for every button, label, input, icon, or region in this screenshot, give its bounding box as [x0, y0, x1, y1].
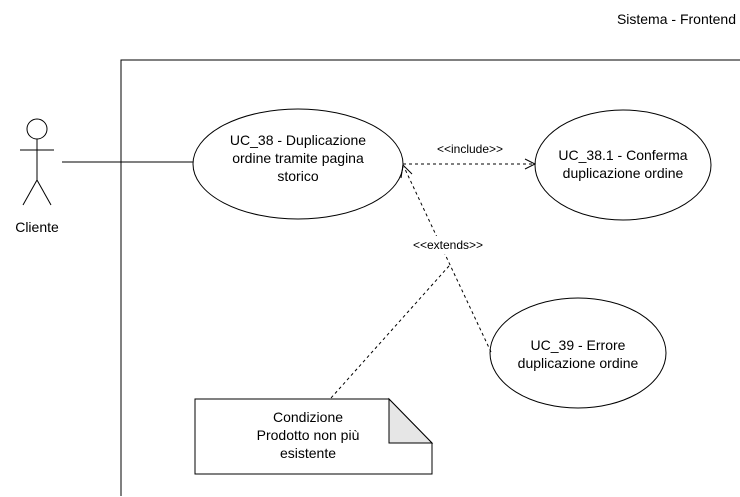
use-case-uc38-label: UC_38 - Duplicazione ordine tramite pagi…	[229, 132, 367, 184]
note-anchor-line	[330, 265, 450, 399]
use-case-uc39[interactable]	[489, 297, 667, 409]
actor-figure	[20, 118, 54, 206]
note-shape	[194, 397, 434, 475]
system-title: Sistema - Frontend	[616, 11, 736, 27]
include-arrow	[403, 158, 537, 170]
system-boundary	[120, 59, 740, 496]
use-case-uc39-label: UC_39 - Errore duplicazione ordine	[517, 337, 639, 371]
use-case-uc38-1-label: UC_38.1 - Conferma duplicazione ordine	[558, 147, 688, 181]
extends-label: <<extends>>	[396, 236, 500, 254]
use-case-uc38-1[interactable]	[534, 109, 712, 221]
extends-arrow	[400, 163, 492, 353]
note-text: Condizione Prodotto non più esistente	[256, 409, 360, 461]
include-label: <<include>>	[436, 142, 504, 156]
actor-label: Cliente	[15, 219, 59, 235]
